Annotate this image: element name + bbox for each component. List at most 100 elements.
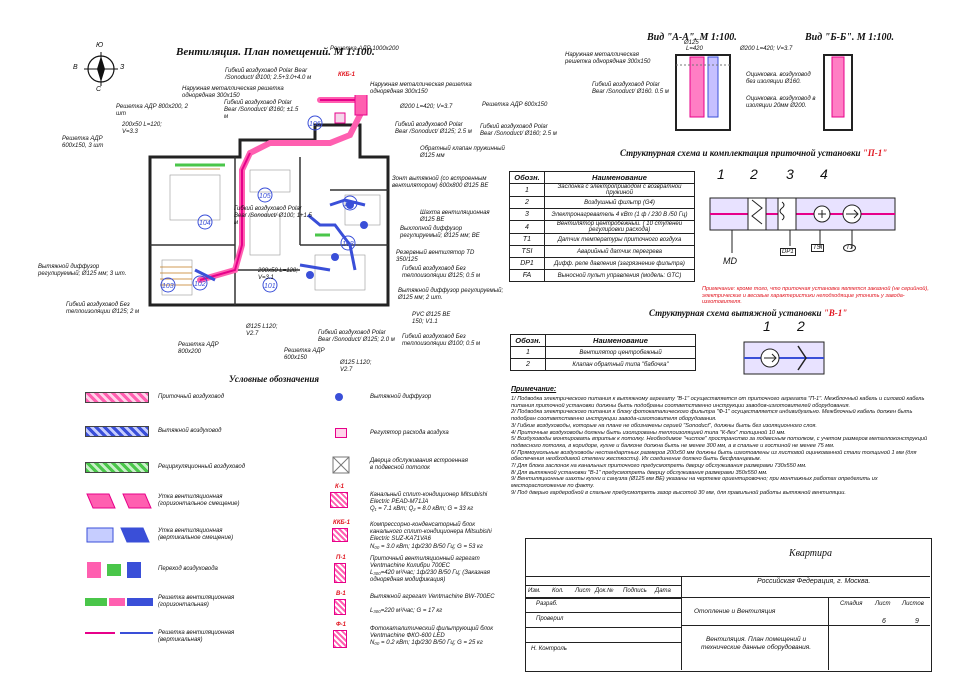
exhaust-title-text: Структурная схема вытяжной установки: [649, 308, 824, 318]
plan-label-d125a: Ø125 L120; V2.7: [246, 324, 278, 337]
plan-label-diffuser-2: Вытяжной диффузор регулируемый; Ø125 мм;…: [398, 288, 504, 301]
cell: Заслонка с электроприводом с возвратной …: [544, 183, 695, 197]
legend-r-k1: Канальный сплит-кондиционер Mitsubishi E…: [370, 492, 488, 505]
legend-r-f1: Фотокаталитический фильтрующий блок Vent…: [370, 626, 494, 639]
legend-r-k1-sub: Q₁ = 7.1 кВт; Q₂ = 8.0 кВт; G = 33 кг: [370, 506, 474, 512]
supply-unit-icon: [334, 563, 346, 583]
note-item: 4/ Приточные воздуховоды должны быть изо…: [511, 429, 786, 436]
plan-label-adr-600x3: Решетка АДР 600x150, 3 шт: [62, 136, 104, 149]
cell: T1: [509, 233, 545, 246]
supply-num-b: 2: [750, 166, 758, 182]
access-door-icon: [332, 456, 350, 474]
stamp-col: Кол.: [552, 588, 564, 594]
stamp-col: Дата: [655, 588, 671, 594]
legend-r-damper: Регулятор расхода воздуха: [370, 430, 449, 436]
cell: 3: [509, 208, 545, 221]
legend-r-kkb1: Компрессорно-конденсаторный блок канальн…: [370, 522, 492, 542]
note-item: 3/ Гибкие воздуховоды, которые на плане …: [511, 422, 817, 429]
plan-label-200x50: 200x50 L=120; V=3.3: [122, 122, 162, 135]
stamp-divider: [525, 597, 930, 598]
floor-plan: 104 105 106 107 108 103 102 101: [148, 95, 390, 307]
exhaust-head-code: Обозн.: [510, 334, 546, 347]
legend-label-transition: Переход воздуховода: [158, 566, 218, 572]
aa-label-2: Гибкий воздуховод Polar Bear /Sonoduct/ …: [592, 82, 669, 95]
plan-label-adr-800: Решетка АДР 800x200, 2 шт: [116, 104, 189, 117]
supply-note: Примечание: кроме того, что приточная ус…: [702, 286, 929, 305]
supply-diagram: [709, 197, 896, 253]
plan-label-flex-2m: Гибкий воздуховод Без теплоизоляции Ø125…: [66, 302, 140, 315]
stamp-col: Изм.: [528, 588, 541, 594]
svg-text:105: 105: [259, 193, 271, 200]
stamp-sheets-label: Листов: [902, 601, 924, 607]
legend-swatch-recirc: [85, 462, 149, 473]
legend-code-f1: Ф-1: [336, 622, 347, 628]
plan-label-flex-100b: Гибкий воздуховод Без теплоизоляции Ø100…: [402, 334, 481, 347]
stamp-col: Лист: [575, 588, 591, 594]
supply-num-d: 4: [820, 166, 828, 182]
legend-r-v1: Вытяжной агрегат Ventmachine BW-700EC: [370, 594, 495, 600]
stamp-desc: Вентиляция. План помещений и технические…: [700, 636, 812, 651]
legend-swatch-grille-v: [85, 632, 153, 634]
supply-title-code: "П-1": [862, 148, 888, 158]
stamp-divider: [828, 597, 829, 670]
legend-swatch-supply: [85, 392, 149, 403]
legend-code-kkb1: ККБ-1: [333, 520, 350, 526]
stamp-top-row: [525, 538, 930, 577]
stamp-title: Квартира: [789, 548, 833, 559]
cell: 1: [509, 183, 545, 197]
cell: TSI: [509, 245, 545, 258]
stamp-row-check: Проверил: [536, 616, 564, 622]
plan-label-flex-160b: Гибкий воздуховод Polar Bear /Sonoduct/ …: [480, 124, 557, 137]
supply-num-c: 3: [786, 166, 794, 182]
stamp-col: Док.№: [595, 588, 614, 594]
cell: Датчик температуры приточного воздуха: [544, 233, 695, 246]
legend-code-p1: П-1: [336, 555, 346, 561]
legend-swatch-duck-v: [86, 527, 150, 543]
note-item: 1/ Подводка электрического питания к выт…: [511, 396, 925, 409]
plan-label-200x50b: 200x50 L=120; V=3.1: [258, 268, 298, 281]
plan-label-adr-600: Решетка АДР 600x150: [482, 102, 548, 108]
section-bb-title: Вид "Б-Б". М 1:100.: [805, 32, 895, 43]
plan-label-pvc: PVC Ø125 ВЕ 150; V1.1: [412, 312, 451, 325]
diffuser-icon: [335, 393, 343, 401]
plan-label-check-valve: Обратный клапан пружинный Ø125 мм: [420, 146, 505, 159]
note-item: 6/ Прямоугольные воздуховоды нестандартн…: [511, 449, 917, 463]
stamp-section: Отопление и Вентиляция: [694, 608, 776, 615]
compass-n: Ю: [96, 42, 104, 49]
svg-text:103: 103: [162, 283, 174, 290]
exhaust-title: Структурная схема вытяжной установки "В-…: [649, 308, 847, 318]
plan-label-diffuser: Выхлопной диффузор регулируемый; Ø125 мм…: [400, 226, 480, 239]
plan-label-adr-800b: Решетка АДР 800x200: [178, 342, 219, 355]
plan-label-adr-600b: Решетка АДР 600x150: [284, 348, 325, 361]
legend-r-door: Дверца обслуживания встроенная в подвесн…: [370, 458, 468, 471]
exhaust-title-code: "В-1": [823, 308, 848, 318]
plan-label-kkb: ККБ-1: [338, 72, 355, 78]
legend-label-supply: Приточный воздуховод: [158, 394, 225, 400]
cell: Вентилятор центробежный: [545, 346, 696, 359]
aa-label-4: Ø125: [684, 40, 699, 46]
plan-label-flex-100: Гибкий воздуховод Polar Bear /Sonoduct/ …: [234, 206, 312, 226]
aa-label-6: Оцинковка. воздуховод без изоляции Ø160.: [746, 72, 811, 85]
legend-label-grille-v: Решетка вентиляционная (вертикальная): [158, 630, 235, 643]
aa-label-3: Ø200 L=420; V=3.7: [740, 46, 793, 52]
legend-r-diffuser: Вытяжной диффузор: [370, 394, 432, 400]
plan-label-d200: Ø200 L=420; V=3.7: [400, 104, 453, 110]
legend-r-kkb1-sub: N₀₀ = 3.0 кВт; 1ф/230 В/50 Гц; G = 53 кг: [370, 544, 483, 550]
stamp-divider: [525, 627, 681, 628]
plan-label-d125b: Ø125 L120; V2.7: [340, 360, 372, 373]
compass-icon: [84, 52, 118, 86]
stamp-col: Подпись: [623, 588, 647, 594]
legend-label-recirc: Рециркуляционный воздуховод: [158, 464, 246, 470]
legend-label-duck-v: Утка вентиляционная (вертикальное смещен…: [158, 528, 234, 541]
supply-title-text: Структурная схема и комплектация приточн…: [620, 148, 863, 158]
legend-r-p1: Приточный вентиляционный агрегат Ventmac…: [370, 556, 480, 569]
cell: Аварийный датчик перегрева: [544, 245, 695, 258]
